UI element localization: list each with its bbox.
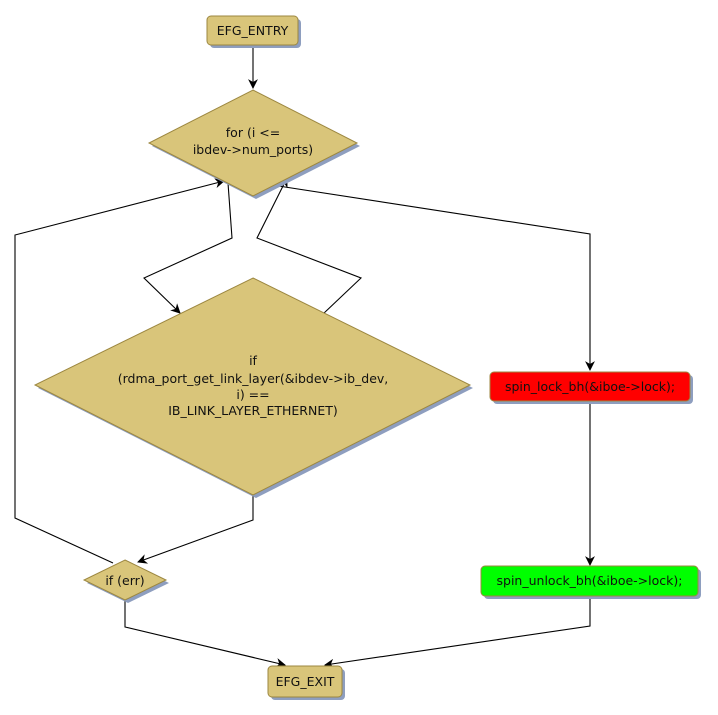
edge-if-link-to-for xyxy=(256,177,363,315)
edge-if-err-to-for xyxy=(14,178,225,564)
node-box xyxy=(489,371,691,402)
node-label-line: ibdev->num_ports) xyxy=(193,142,313,157)
edges xyxy=(14,46,595,669)
node-exit[interactable]: EFG_EXIT xyxy=(267,665,345,700)
node-for-loop[interactable]: for (i <= ibdev->num_ports) xyxy=(147,89,360,199)
node-diamond xyxy=(147,89,359,197)
node-box xyxy=(480,565,699,597)
node-entry[interactable]: EFG_ENTRY xyxy=(206,15,301,48)
node-label-line: IB_LINK_LAYER_ETHERNET) xyxy=(168,403,338,418)
node-label: if (err) xyxy=(105,573,144,588)
edge-for-to-if-link xyxy=(143,182,233,314)
node-if-err[interactable]: if (err) xyxy=(82,559,169,603)
edge-for-to-lock xyxy=(271,184,595,371)
node-label-line: if xyxy=(249,353,257,368)
node-label-line: i) == xyxy=(236,387,269,402)
node-box xyxy=(267,665,343,698)
node-label: spin_unlock_bh(&iboe->lock); xyxy=(497,573,683,588)
node-if-link-layer[interactable]: if (rdma_port_get_link_layer(&ibdev->ib_… xyxy=(33,277,473,498)
node-diamond xyxy=(82,559,168,601)
node-label: EFG_EXIT xyxy=(276,674,335,689)
edge-if-link-to-if-err xyxy=(137,496,254,564)
node-box xyxy=(206,15,299,46)
node-spin-lock[interactable]: spin_lock_bh(&iboe->lock); xyxy=(489,371,693,404)
edge-unlock-to-exit xyxy=(324,597,591,669)
node-label: spin_lock_bh(&iboe->lock); xyxy=(505,379,675,394)
node-spin-unlock[interactable]: spin_unlock_bh(&iboe->lock); xyxy=(480,565,701,599)
node-label-line: for (i <= xyxy=(226,125,280,140)
node-label: EFG_ENTRY xyxy=(217,23,289,38)
edge-if-err-to-exit xyxy=(124,601,286,668)
node-label-line: (rdma_port_get_link_layer(&ibdev->ib_dev… xyxy=(118,371,389,386)
node-diamond xyxy=(33,277,472,496)
